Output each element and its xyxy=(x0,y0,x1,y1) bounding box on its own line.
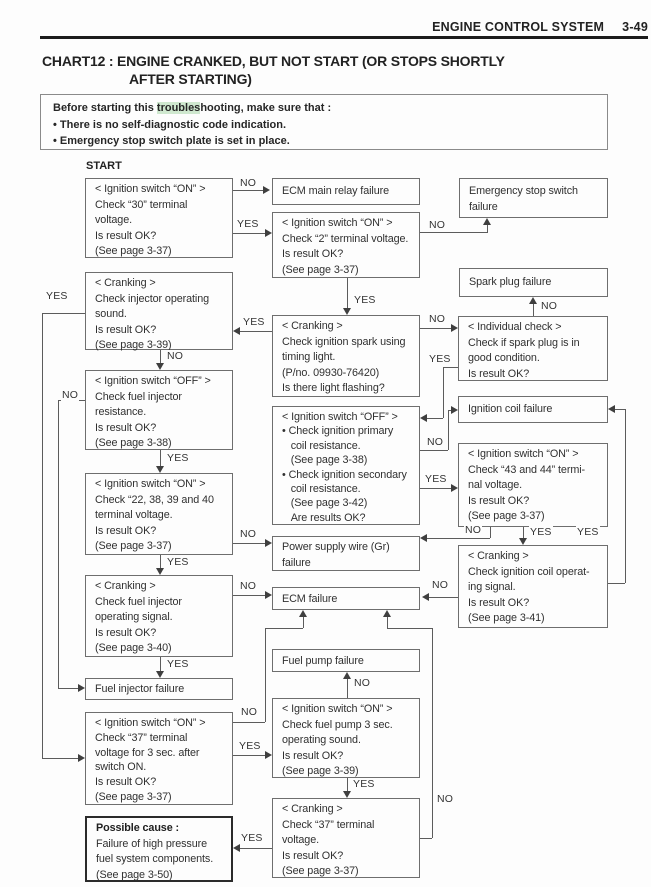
flow-node-ecm-failure: ECM failure xyxy=(272,587,420,610)
flow-node-check-2-terminal-voltage: < Ignition switch “ON” > Check “2” termi… xyxy=(272,212,420,278)
notice-box: Before starting this troubleshooting, ma… xyxy=(40,94,608,150)
section-title: ENGINE CONTROL SYSTEM xyxy=(432,20,605,34)
flow-node-check-30-terminal-voltage: < Ignition switch “ON” > Check “30” term… xyxy=(85,178,233,258)
flow-node-check-43-44-terminal-voltage: < Ignition switch “ON” > Check “43 and 4… xyxy=(458,443,608,527)
flow-node-power-supply-wire-failure: Power supply wire (Gr) failure xyxy=(272,536,420,571)
flow-node-ecm-main-relay-failure: ECM main relay failure xyxy=(272,178,420,205)
flow-node-check-ignition-coil-signal: < Cranking > Check ignition coil operat-… xyxy=(458,545,608,628)
page-header: ENGINE CONTROL SYSTEM 3-49 xyxy=(0,20,648,34)
notice-bullet-2: • Emergency stop switch plate is set in … xyxy=(53,135,290,147)
flow-node-check-ignition-spark: < Cranking > Check ignition spark using … xyxy=(272,315,420,397)
flow-node-check-fuel-injector-resistance: < Ignition switch “OFF” > Check fuel inj… xyxy=(85,370,233,450)
notice-intro: Before starting this troubleshooting, ma… xyxy=(53,102,332,114)
flow-node-possible-cause: Possible cause : Failure of high pressur… xyxy=(85,816,233,882)
flow-node-spark-plug-failure: Spark plug failure xyxy=(459,268,608,297)
flow-node-fuel-injector-failure: Fuel injector failure xyxy=(85,678,233,700)
flow-node-check-fuel-pump-sound: < Ignition switch “ON” > Check fuel pump… xyxy=(272,698,420,778)
chart-title-line2: AFTER STARTING) xyxy=(129,71,252,87)
flow-node-fuel-pump-failure: Fuel pump failure xyxy=(272,649,420,672)
flow-node-check-37-terminal-3sec: < Ignition switch “ON” > Check “37” term… xyxy=(85,712,233,805)
chart-title-line1: CHART12 : ENGINE CRANKED, BUT NOT START … xyxy=(42,53,505,69)
search-highlight: troubles xyxy=(156,102,201,114)
flow-node-individual-check-spark-plug: < Individual check > Check if spark plug… xyxy=(458,316,608,381)
flow-node-check-fuel-injector-operating-signal: < Cranking > Check fuel injector operati… xyxy=(85,575,233,657)
flow-node-check-37-terminal-cranking: < Cranking > Check “37” terminal voltage… xyxy=(272,798,420,878)
possible-cause-title: Possible cause : xyxy=(96,822,180,834)
possible-cause-body: Failure of high pressure fuel system com… xyxy=(96,837,214,881)
header-rule xyxy=(40,36,648,39)
flow-node-emergency-stop-switch-failure: Emergency stop switch failure xyxy=(459,178,608,218)
notice-bullet-1: • There is no self-diagnostic code indic… xyxy=(53,118,287,131)
start-label: START xyxy=(86,160,122,172)
flow-node-check-injector-operating-sound: < Cranking > Check injector operating so… xyxy=(85,272,233,351)
flow-node-ignition-coil-failure: Ignition coil failure xyxy=(458,396,608,423)
flow-node-check-22-38-39-40-terminal-voltage: < Ignition switch “ON” > Check “22, 38, … xyxy=(85,473,233,555)
page-number: 3-49 xyxy=(622,20,648,34)
flow-node-check-ignition-coil-resistance: < Ignition switch “OFF” > • Check igniti… xyxy=(272,406,420,525)
